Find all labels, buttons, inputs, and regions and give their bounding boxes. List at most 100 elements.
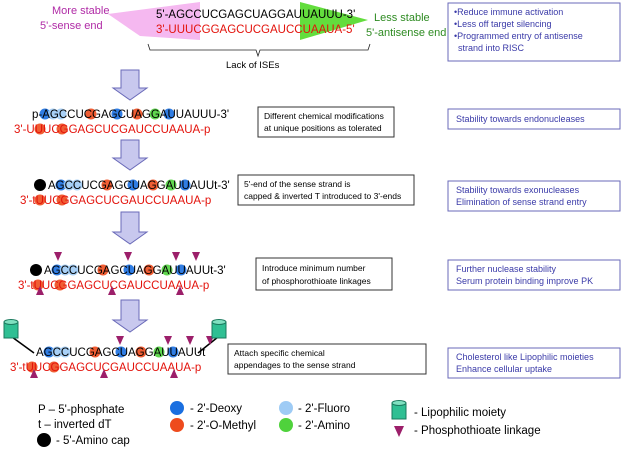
omethyl-mod-dot [97, 264, 109, 276]
omethyl-mod-dot [56, 194, 68, 206]
result-box-0 [447, 2, 621, 62]
deoxy-icon [170, 401, 184, 415]
note-1-line-1: Different chemical modifications [264, 111, 384, 121]
top-duplex: More stable 5'-sense end 5'-AGCCUCGAGCUA… [40, 2, 446, 71]
deoxy-mod-dot [43, 346, 55, 358]
step-1-duplex: p-AGCCUCGAGCUAGGAUUAUUU-3' 3'-UUUCGGAGCU… [14, 108, 229, 136]
phosphothioate-linkage [30, 369, 38, 378]
down-arrow [111, 211, 149, 245]
omethyl-icon [170, 418, 184, 432]
deoxy-mod-dot [55, 179, 67, 191]
result-4-line-1: Cholesterol like Lipophilic moieties [456, 352, 594, 362]
lack-brace [147, 43, 371, 58]
legend-deoxy: - 2'-Deoxy [190, 403, 242, 415]
more-stable-label: More stable [52, 5, 109, 17]
top-antisense-strand: 3'-UUUCGGAGCUCGAUCCUAAUA-5' [156, 24, 355, 36]
legend-amino: - 2'-Amino [298, 420, 350, 432]
deoxy-mod-dot [111, 108, 123, 120]
step-1-sense: p-AGCCUCGAGCUAGGAUUAUUU-3' [32, 109, 229, 121]
result-box-3 [447, 259, 621, 291]
step-1-antisense: 3'-UUUCGGAGCUCGAUCCUAAUA-p [14, 124, 210, 136]
result-box-1 [447, 108, 621, 130]
step-4-sense: AGCCUCGAGCUAGGAUUAUUt [36, 347, 206, 359]
step-3-duplex: AGCCUCGAGCUAGGAUUAUUt-3' 3'-tUUCGGAGCUCG… [18, 252, 226, 295]
phosphothioate-linkage [124, 252, 132, 261]
fluoro-mod-dot [59, 346, 71, 358]
amino-mod-dot [161, 264, 173, 276]
omethyl-mod-dot [34, 123, 46, 135]
legend-lipophilic: - Lipophilic moiety [414, 407, 506, 419]
amino-mod-icon [279, 418, 293, 432]
note-4-line-2: appendages to the sense strand [234, 360, 356, 370]
result-0-line-2: •Less off target silencing [454, 19, 552, 29]
result-box-4 [447, 347, 621, 379]
phosphothioate-linkage [186, 336, 194, 345]
cylinder-top [3, 319, 19, 325]
step-3-sense: AGCCUCGAGCUAGGAUUAUUt-3' [44, 265, 226, 277]
deoxy-mod-dot [175, 264, 187, 276]
omethyl-mod-dot [147, 179, 159, 191]
result-4-line-2: Enhance cellular uptake [456, 364, 552, 374]
omethyl-mod-dot [54, 279, 66, 291]
result-0-line-4: strand into RISC [458, 43, 525, 53]
omethyl-mod-dot [101, 179, 113, 191]
pink-arrow-shape [108, 2, 200, 40]
phosphothioate-linkage [170, 369, 178, 378]
note-2-line-2: capped & inverted T introduced to 3'-end… [244, 191, 401, 201]
phosphothioate-linkage [192, 252, 200, 261]
phosphothioate-linkage [176, 286, 184, 295]
lipophilic-tether [11, 336, 35, 354]
down-arrow [111, 69, 149, 101]
deoxy-mod-dot [39, 108, 51, 120]
result-3-line-2: Serum protein binding improve PK [456, 276, 593, 286]
fluoro-icon [279, 401, 293, 415]
fluoro-mod-dot [51, 346, 63, 358]
antisense-end-label: 5'-antisense end [366, 27, 446, 39]
result-2-line-2: Elimination of sense strand entry [456, 197, 587, 207]
lipophilic-moiety [3, 319, 19, 339]
amino-cap-icon [37, 433, 51, 447]
step-4-duplex: AGCCUCGAGCUAGGAUUAUUt 3'-tUUCGGAGCUCGAUC… [3, 319, 227, 378]
note-3-line-1: Introduce minimum number [262, 263, 366, 273]
less-stable-label: Less stable [374, 12, 430, 24]
note-box-3 [255, 257, 393, 291]
down-arrow [111, 299, 149, 333]
omethyl-mod-dot [131, 108, 143, 120]
linkage-icon [394, 426, 404, 437]
fluoro-mod-dot [59, 264, 71, 276]
legend: P – 5'-phosphate t – inverted dT - 5'-Am… [37, 400, 541, 447]
amino-mod-dot [153, 346, 165, 358]
lipophilic-moiety [211, 319, 227, 339]
fluoro-mod-dot [47, 108, 59, 120]
step-4-antisense: 3'-tUUCGGAGCUCGAUCCUAAUA-p [10, 362, 201, 374]
legend-inverted-dt: t – inverted dT [38, 419, 112, 431]
amino-mod-dot [149, 108, 161, 120]
legend-phosphothioate: - Phosphothioate linkage [414, 425, 541, 437]
deoxy-mod-dot [167, 346, 179, 358]
step-2-antisense: 3'-tUUCGGAGCUCGAUCCUAAUA-p [20, 195, 211, 207]
amino-cap-dot [34, 179, 46, 191]
arrows-layer [111, 69, 149, 333]
deoxy-mod-dot [51, 264, 63, 276]
omethyl-mod-dot [135, 346, 147, 358]
sense-end-label: 5'-sense end [40, 20, 103, 32]
omethyl-mod-dot [48, 361, 60, 373]
down-arrow [111, 139, 149, 171]
fluoro-mod-dot [71, 179, 83, 191]
phosphothioate-linkage [54, 252, 62, 261]
omethyl-mod-dot [56, 123, 68, 135]
result-0-line-1: •Reduce immune activation [454, 7, 563, 17]
deoxy-mod-dot [127, 179, 139, 191]
deoxy-mod-dot [115, 346, 127, 358]
amino-mod-dot [165, 179, 177, 191]
note-1-line-2: at unique positions as tolerated [264, 123, 382, 133]
cylinder-top [211, 319, 227, 325]
result-0-line-3: •Programmed entry of antisense [454, 31, 583, 41]
result-1-line-1: Stability towards endonucleases [456, 114, 585, 124]
legend-omethyl: - 2'-O-Methyl [190, 420, 256, 432]
step-2-duplex: AGCCUCGAGCUAGGAUUAUUt-3' 3'-tUUCGGAGCUCG… [20, 179, 230, 207]
legend-phosphate: P – 5'-phosphate [38, 404, 124, 416]
fluoro-mod-dot [55, 108, 67, 120]
note-box-1 [257, 106, 395, 138]
